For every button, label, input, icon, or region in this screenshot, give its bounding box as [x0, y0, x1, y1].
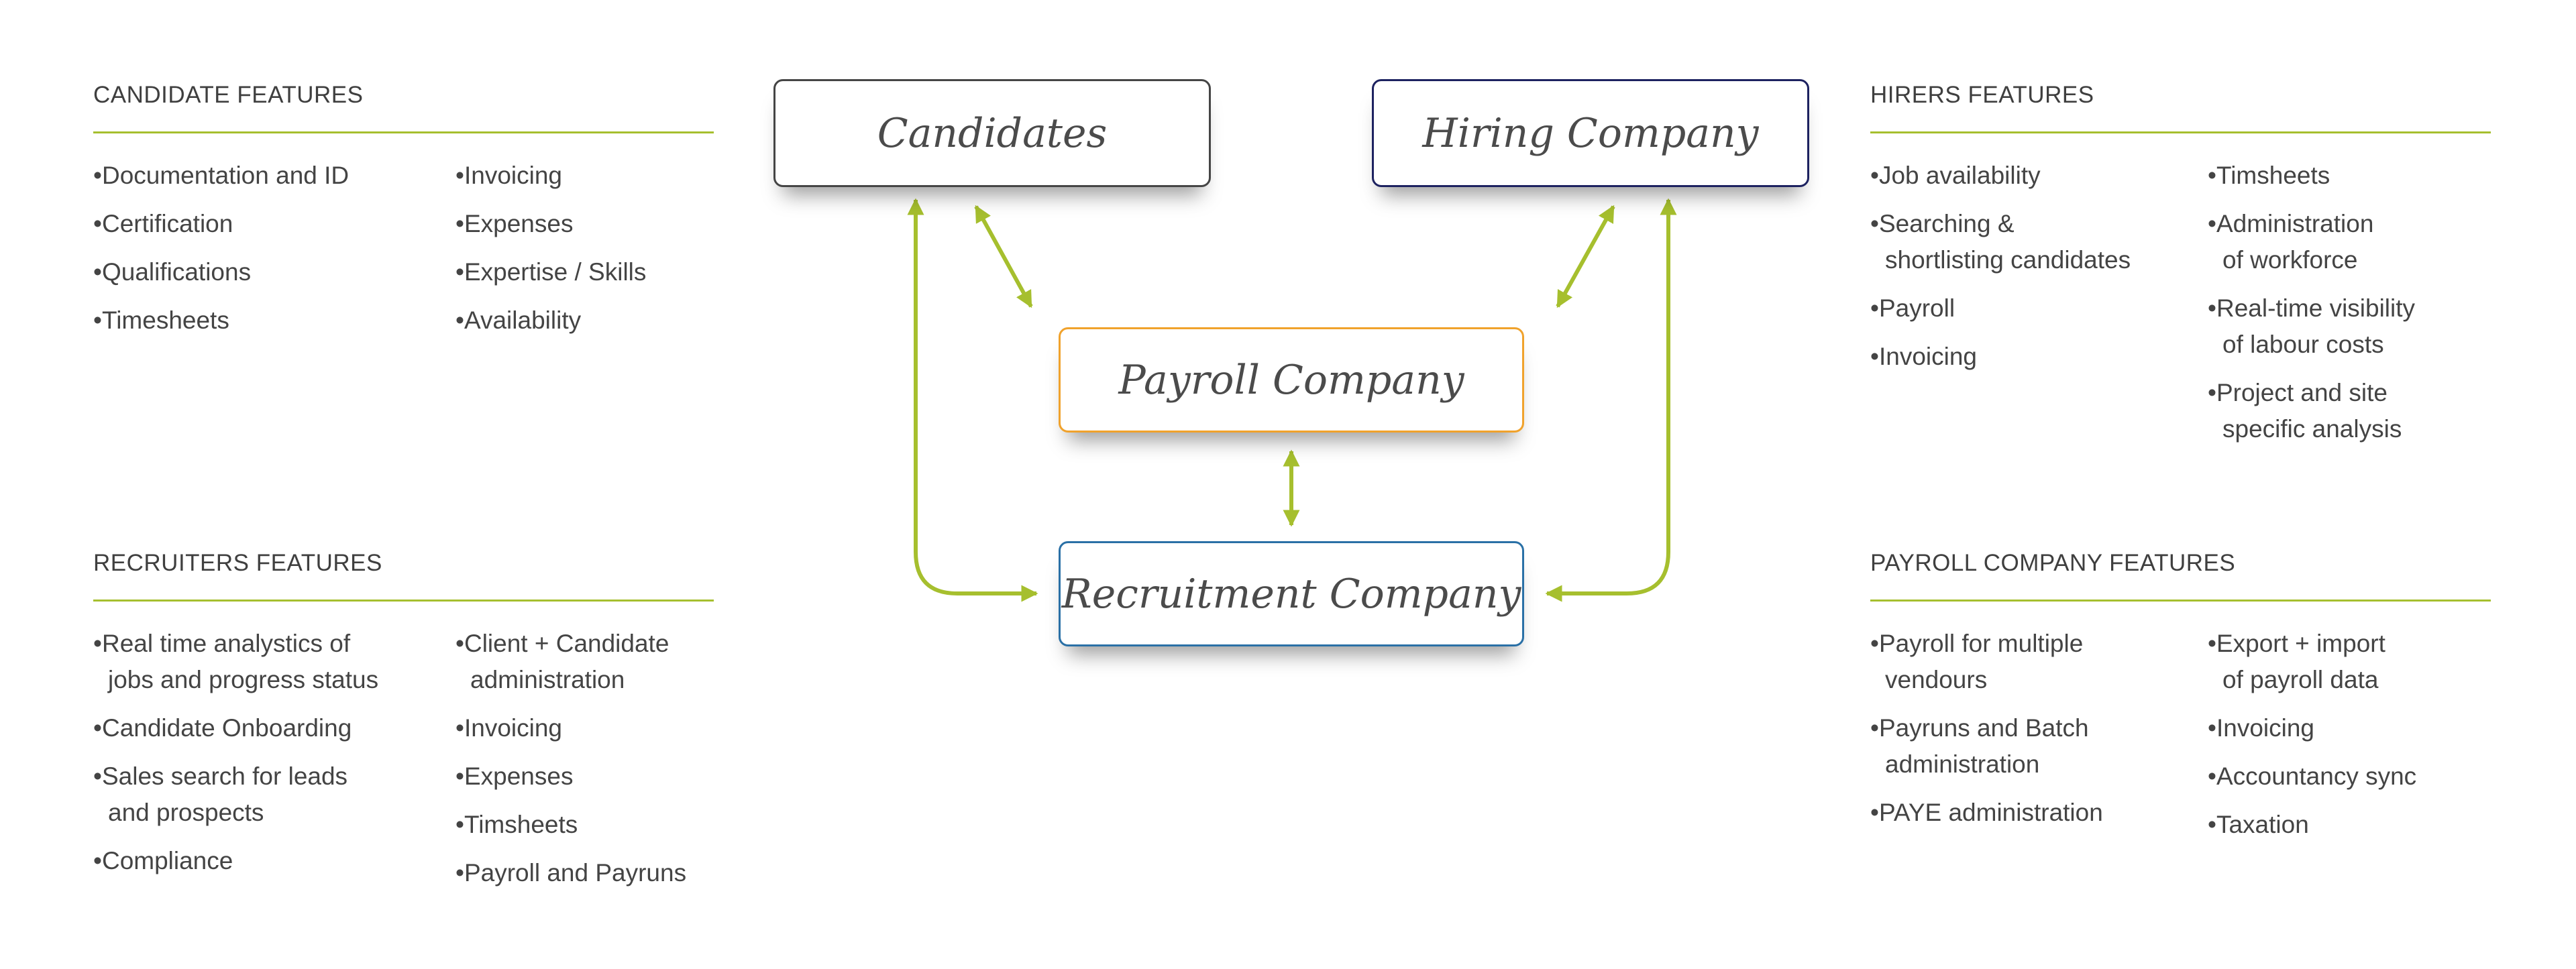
feature-item: Payroll for multiple vendours — [1870, 626, 2208, 698]
feature-item: Timesheets — [93, 302, 455, 339]
hiring-company-node-label: Hiring Company — [1422, 109, 1759, 157]
payroll-company-node-label: Payroll Company — [1118, 356, 1464, 404]
candidate-features-list-1: Documentation and ID CertificationQualifi… — [93, 158, 455, 351]
feature-item: Expenses — [455, 758, 686, 795]
feature-item: Certification — [93, 206, 455, 242]
recruitment-company-node-label: Recruitment Company — [1061, 570, 1521, 618]
recruiters-features-title: RECRUITERS FEATURES — [93, 550, 714, 602]
arrow-candidates-payroll — [974, 205, 1033, 308]
feature-item: Compliance — [93, 843, 455, 879]
feature-item: Payruns and Batch administration — [1870, 710, 2208, 783]
feature-item: Job availability — [1870, 158, 2208, 194]
hirers-features-list-2: TimsheetsAdministration of workforceReal… — [2208, 158, 2415, 459]
feature-item: Payroll and Payruns — [455, 855, 686, 891]
feature-item: Qualifications — [93, 254, 455, 290]
recruiters-features-list-1: Real time analystics of jobs and progres… — [93, 626, 455, 903]
hirers-features-title: HIRERS FEATURES — [1870, 82, 2491, 133]
hirers-features-panel: HIRERS FEATURES Job availabilitySearchin… — [1870, 82, 2491, 459]
feature-item: Project and site specific analysis — [2208, 375, 2415, 447]
payroll-features-title: PAYROLL COMPANY FEATURES — [1870, 550, 2491, 602]
feature-item: Taxation — [2208, 807, 2416, 843]
candidate-features-list-2: InvoicingExpensesExpertise / SkillsAvail… — [455, 158, 646, 351]
feature-item: Documentation and ID — [93, 158, 455, 194]
feature-item: Expertise / Skills — [455, 254, 646, 290]
feature-item: Accountancy sync — [2208, 758, 2416, 795]
payroll-features-list-2: Export + import of payroll dataInvoicing… — [2208, 626, 2416, 855]
payroll-company-node: Payroll Company — [1059, 327, 1524, 433]
feature-item: Client + Candidate administration — [455, 626, 686, 698]
feature-item: Expenses — [455, 206, 646, 242]
feature-item: PAYE administration — [1870, 795, 2208, 831]
feature-item: Availability — [455, 302, 646, 339]
arrow-hiring-recruitment — [1545, 198, 1677, 602]
feature-item: Export + import of payroll data — [2208, 626, 2416, 698]
payroll-features-list-1: Payroll for multiple vendoursPayruns and… — [1870, 626, 2208, 855]
feature-item: Invoicing — [2208, 710, 2416, 746]
feature-item: Candidate Onboarding — [93, 710, 455, 746]
feature-item: Payroll — [1870, 290, 2208, 327]
candidate-features-title: CANDIDATE FEATURES — [93, 82, 714, 133]
feature-item: Invoicing — [1870, 339, 2208, 375]
feature-item: Real time analystics of jobs and progres… — [93, 626, 455, 698]
payroll-features-panel: PAYROLL COMPANY FEATURES Payroll for mul… — [1870, 550, 2491, 855]
feature-item: Administration of workforce — [2208, 206, 2415, 278]
candidates-node-label: Candidates — [877, 109, 1108, 157]
feature-item: Invoicing — [455, 158, 646, 194]
feature-item: Invoicing — [455, 710, 686, 746]
feature-item: Sales search for leads and prospects — [93, 758, 455, 831]
feature-item: Searching & shortlisting candidates — [1870, 206, 2208, 278]
candidate-features-panel: CANDIDATE FEATURES Documentation and ID C… — [93, 82, 714, 351]
recruiters-features-panel: RECRUITERS FEATURES Real time analystics… — [93, 550, 714, 903]
feature-item: Real-time visibility of labour costs — [2208, 290, 2415, 363]
feature-item: Timsheets — [455, 807, 686, 843]
candidates-node: Candidates — [773, 79, 1211, 187]
arrow-candidates-recruitment — [907, 198, 1038, 602]
hirers-features-list-1: Job availabilitySearching & shortlisting… — [1870, 158, 2208, 459]
recruiters-features-list-2: Client + Candidate administrationInvoici… — [455, 626, 686, 903]
feature-item: Timsheets — [2208, 158, 2415, 194]
arrow-hiring-payroll — [1556, 205, 1615, 308]
hiring-company-node: Hiring Company — [1372, 79, 1809, 187]
recruitment-company-node: Recruitment Company — [1059, 541, 1524, 646]
